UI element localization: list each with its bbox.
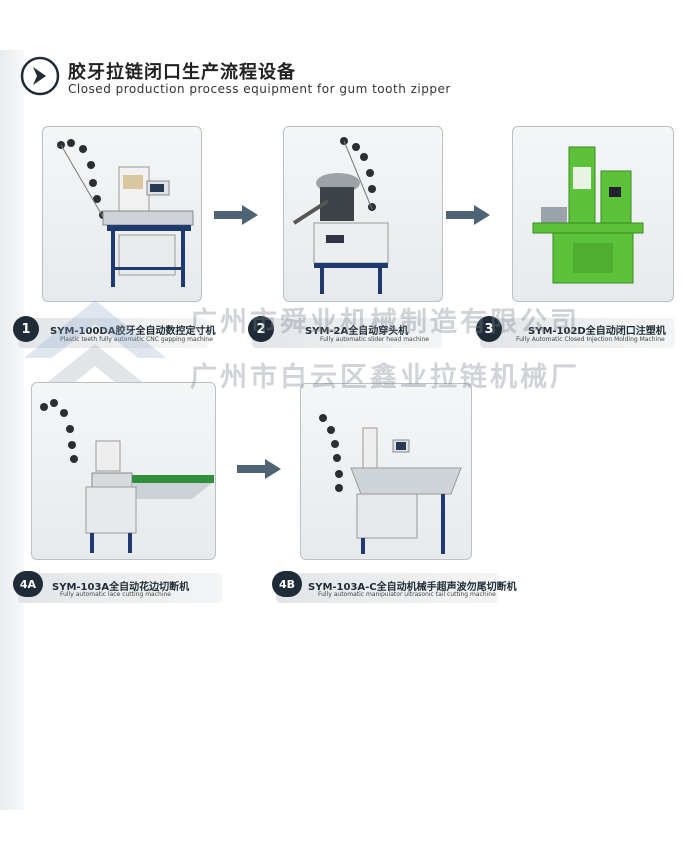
step-model-2: SYM-2A全自动穿头机 [305,326,409,337]
step-badge-1: 1 [13,316,39,342]
watermark-line-1: 广州市舜业机械制造有限公司 [190,307,580,338]
machine-card-4b [300,383,472,560]
step-desc-2: Fully automatic slider head machine [320,336,429,343]
machine-card-3 [512,126,674,302]
step-label-4b [276,573,498,603]
left-shade [0,50,24,810]
gapping-machine-photo [57,139,194,287]
injection-machine-photo [532,146,644,284]
flow-arrow-2 [446,205,490,225]
step-badge-4b: 4B [272,571,302,597]
chevron-right-icon [20,56,60,96]
page-subtitle: Closed production process equipment for … [68,82,451,96]
step-desc-4b: Fully automatic manipulator ultrasonic t… [318,591,496,598]
step-model-1: SYM-100DA胶牙全自动数控定寸机 [50,322,215,337]
machine-card-1 [42,126,202,302]
step-desc-1: Plastic teeth fully automatic CNC gappin… [60,336,213,343]
step-model-3: SYM-102D全自动闭口注塑机 [528,326,666,337]
flow-arrow-1 [214,205,258,225]
ultrasonic-cutting-machine-photo [319,414,462,554]
step-model-4a: SYM-103A全自动花边切断机 [52,582,190,593]
lace-cutting-machine-photo [40,399,214,553]
step-label-3 [480,318,675,348]
machine-card-4a [31,382,216,560]
machine-card-2 [283,126,443,302]
step-label-2 [252,318,442,348]
page-title: 胶牙拉链闭口生产流程设备 [68,62,296,83]
watermark-line-2: 广州市白云区鑫业拉链机械厂 [190,362,580,393]
flow-arrow-3 [237,459,281,479]
step-badge-2: 2 [248,316,274,342]
step-desc-3: Fully Automatic Closed Injection Molding… [516,336,665,343]
slider-machine-photo [292,137,389,294]
step-desc-4a: Fully automatic lace cutting machine [60,591,171,598]
step-badge-4a: 4A [13,571,43,597]
step-label-4a [18,573,222,603]
step-model-4b: SYM-103A-C全自动机械手超声波勿尾切断机 [308,582,517,593]
step-label-1 [18,318,208,348]
step-badge-3: 3 [476,316,502,342]
